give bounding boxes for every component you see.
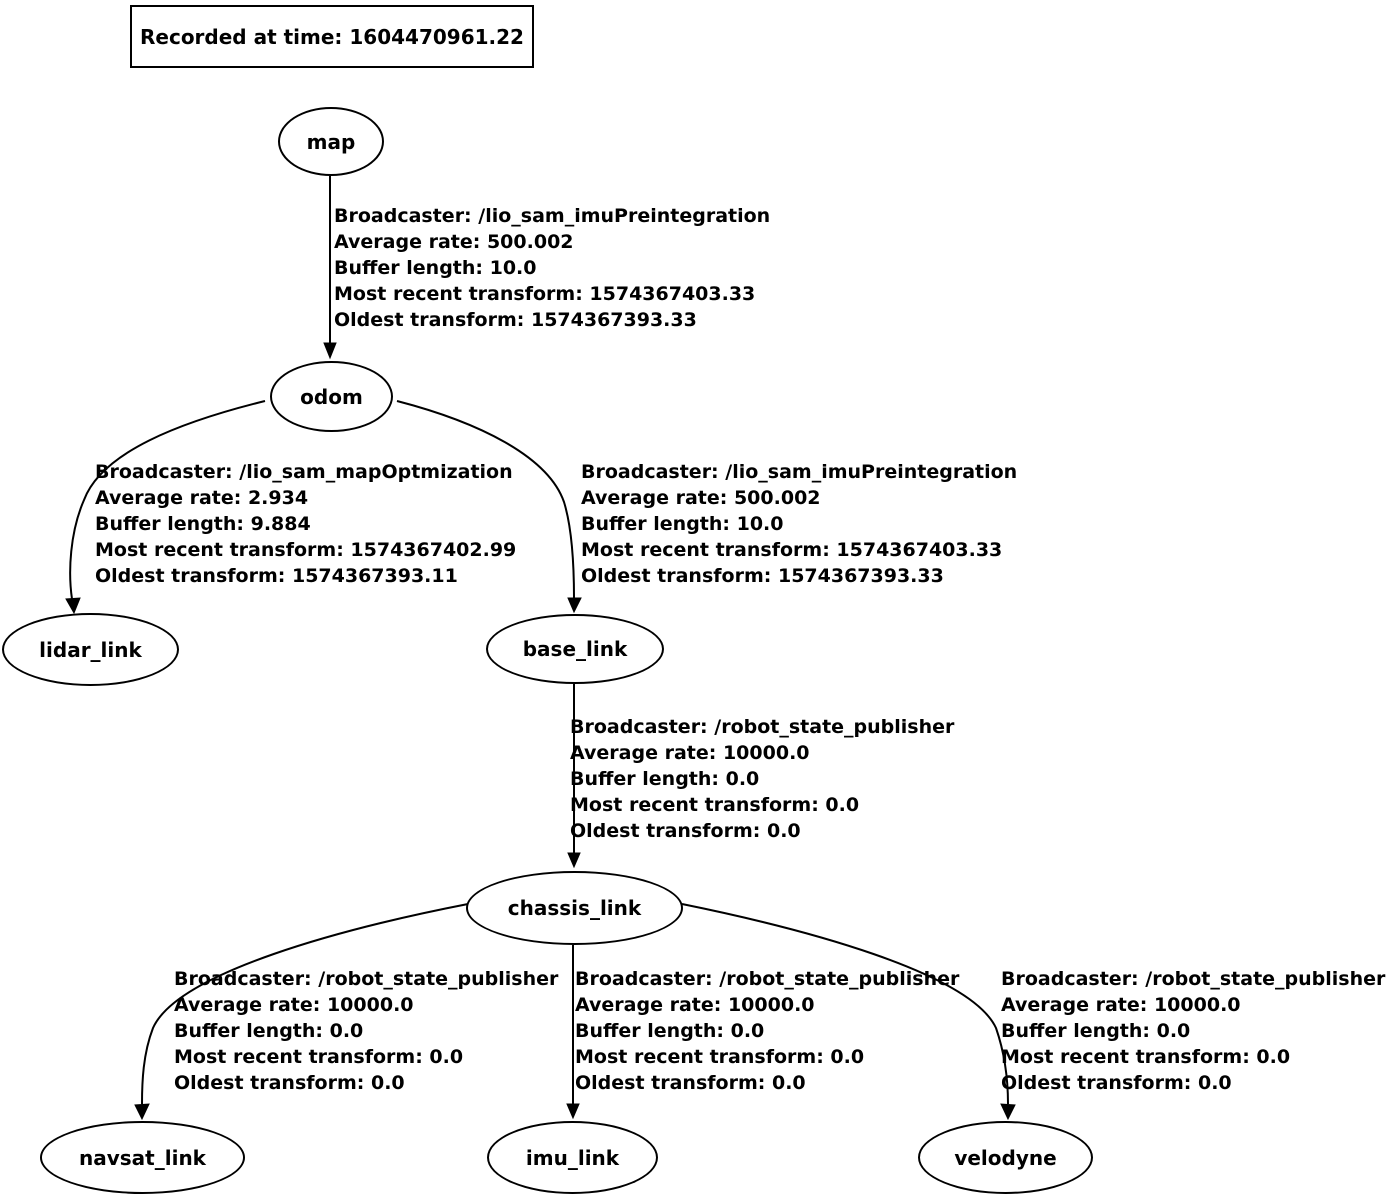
edge-label-line: Oldest transform: 1574367393.11 <box>95 565 458 587</box>
edge-chassis_link-navsat_link <box>141 903 469 1105</box>
recorded-time-text: Recorded at time: 1604470961.22 <box>140 24 524 49</box>
edge-label-line: Buffer length: 10.0 <box>581 513 784 535</box>
edge-label-line: Average rate: 2.934 <box>95 487 309 509</box>
edge-label-line: Broadcaster: /robot_state_publisher <box>1001 968 1386 990</box>
edge-label-line: Broadcaster: /lio_sam_imuPreintegration <box>581 461 1018 483</box>
edge-label-line: Average rate: 500.002 <box>581 487 821 509</box>
edge-label-line: Buffer length: 10.0 <box>334 257 537 279</box>
node-label-base-link: base_link <box>522 637 628 661</box>
node-imu-link: imu_link <box>487 1121 658 1194</box>
edge-label-line: Average rate: 10000.0 <box>570 742 810 764</box>
edge-label-line: Oldest transform: 0.0 <box>570 820 801 842</box>
node-velodyne: velodyne <box>918 1121 1093 1194</box>
node-label-imu-link: imu_link <box>525 1145 620 1170</box>
node-navsat-link: navsat_link <box>40 1121 245 1194</box>
node-label-odom: odom <box>300 384 363 409</box>
edge-label-line: Broadcaster: /lio_sam_mapOptmization <box>95 461 513 483</box>
node-label-navsat-link: navsat_link <box>79 1145 206 1170</box>
node-map: map <box>278 107 384 176</box>
edge-label-line: Buffer length: 0.0 <box>575 1020 765 1042</box>
edge-label-line: Buffer length: 0.0 <box>174 1020 364 1042</box>
edge-label-chassis-link-velodyne: Broadcaster: /robot_state_publisher Aver… <box>1001 966 1385 1096</box>
edge-label-line: Oldest transform: 0.0 <box>174 1072 405 1094</box>
node-chassis-link: chassis_link <box>466 871 683 945</box>
arrowhead-odom-lidar_link <box>65 597 81 615</box>
arrowhead-base_link-chassis_link <box>567 852 581 869</box>
edge-label-line: Most recent transform: 1574367403.33 <box>581 539 1003 561</box>
arrowhead-chassis_link-navsat_link <box>134 1103 150 1121</box>
edge-label-chassis-link-imu-link: Broadcaster: /robot_state_publisher Aver… <box>575 966 959 1096</box>
edge-label-line: Oldest transform: 1574367393.33 <box>334 309 697 331</box>
edge-label-odom-lidar-link: Broadcaster: /lio_sam_mapOptmization Ave… <box>95 459 516 589</box>
edge-label-line: Oldest transform: 0.0 <box>575 1072 806 1094</box>
edge-label-map-odom: Broadcaster: /lio_sam_imuPreintegration … <box>334 203 770 333</box>
edge-label-line: Most recent transform: 0.0 <box>174 1046 464 1068</box>
edge-label-line: Average rate: 500.002 <box>334 231 574 253</box>
edge-label-line: Most recent transform: 1574367402.99 <box>95 539 517 561</box>
node-odom: odom <box>270 361 393 432</box>
edge-label-line: Broadcaster: /robot_state_publisher <box>174 968 559 990</box>
edge-chassis_link-velodyne <box>681 903 1009 1105</box>
node-label-lidar-link: lidar_link <box>39 637 142 662</box>
edge-label-line: Most recent transform: 0.0 <box>1001 1046 1291 1068</box>
edge-label-line: Buffer length: 0.0 <box>570 768 760 790</box>
edge-label-line: Most recent transform: 1574367403.33 <box>334 283 756 305</box>
edge-label-line: Average rate: 10000.0 <box>174 994 414 1016</box>
edge-odom-base_link <box>396 400 575 599</box>
edge-label-line: Oldest transform: 0.0 <box>1001 1072 1232 1094</box>
node-label-map: map <box>306 129 356 154</box>
edge-label-chassis-link-navsat-link: Broadcaster: /robot_state_publisher Aver… <box>174 966 558 1096</box>
node-lidar-link: lidar_link <box>2 613 179 686</box>
edge-label-line: Buffer length: 0.0 <box>1001 1020 1191 1042</box>
edge-label-line: Average rate: 10000.0 <box>575 994 815 1016</box>
node-label-chassis-link: chassis_link <box>507 896 642 920</box>
arrowhead-chassis_link-imu_link <box>566 1103 580 1120</box>
arrowhead-map-odom <box>323 342 337 360</box>
arrowhead-odom-base_link <box>567 597 582 614</box>
edge-label-line: Most recent transform: 0.0 <box>575 1046 865 1068</box>
edge-label-base-link-chassis-link: Broadcaster: /robot_state_publisher Aver… <box>570 714 954 844</box>
edge-label-line: Buffer length: 9.884 <box>95 513 311 535</box>
arrowhead-chassis_link-velodyne <box>1000 1103 1016 1121</box>
edge-label-line: Oldest transform: 1574367393.33 <box>581 565 944 587</box>
edge-label-line: Average rate: 10000.0 <box>1001 994 1241 1016</box>
recorded-time-box: Recorded at time: 1604470961.22 <box>130 5 534 68</box>
edge-label-line: Most recent transform: 0.0 <box>570 794 860 816</box>
edge-label-line: Broadcaster: /robot_state_publisher <box>570 716 955 738</box>
node-label-velodyne: velodyne <box>954 1145 1057 1170</box>
node-base-link: base_link <box>486 614 664 684</box>
edge-label-line: Broadcaster: /lio_sam_imuPreintegration <box>334 205 771 227</box>
edge-odom-lidar_link <box>69 400 266 600</box>
edge-label-odom-base-link: Broadcaster: /lio_sam_imuPreintegration … <box>581 459 1017 589</box>
edge-label-line: Broadcaster: /robot_state_publisher <box>575 968 960 990</box>
